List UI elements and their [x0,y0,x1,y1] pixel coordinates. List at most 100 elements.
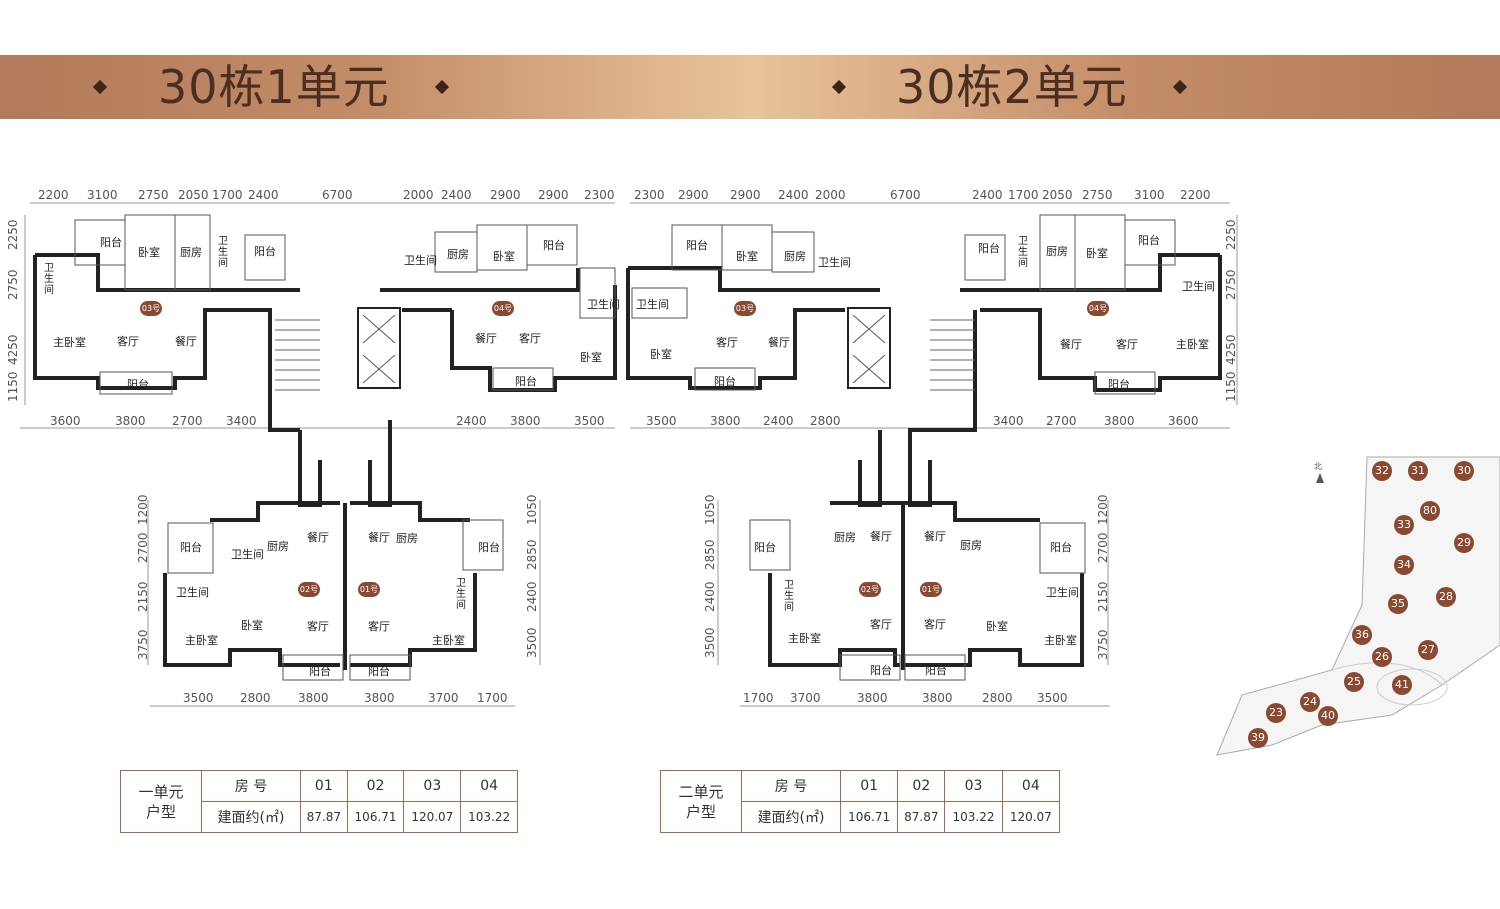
room-label: 厨房 [960,539,982,552]
area-cell: 120.07 [403,801,462,833]
room-label: 卫生间 [587,298,620,311]
room-label: 主卧室 [185,634,218,647]
unit-label: 二单元 [678,782,724,801]
dim-label: 3800 [364,691,395,705]
room-number-badge: 01号房 [358,582,380,609]
room-label: 客厅 [307,620,329,633]
room-number-badge: 02号房 [859,582,881,609]
unit-label: 一单元 [138,782,184,801]
dim-label: 1150 [1224,371,1238,402]
dim-label: 4250 [6,334,20,365]
room-label: 厨房 [834,531,856,544]
dim-label: 3700 [428,691,459,705]
unit-type-label: 户型 [685,802,716,821]
room-label: 卫生间 [404,254,437,267]
building-marker: 36 [1352,625,1372,645]
room-label: 阳台 [754,541,776,554]
room-no-cell: 03 [944,770,1003,802]
room-number-badge: 04号房 [492,301,514,328]
room-label: 厨房 [784,250,806,263]
room-label: 卫生间 [784,580,794,613]
room-label: 厨房 [396,532,418,545]
room-label: 主卧室 [1176,338,1209,351]
building-marker: 30 [1454,461,1474,481]
dim-label: 2250 [1224,219,1238,250]
room-label: 餐厅 [307,531,329,544]
dim-label: 2400 [248,188,279,202]
room-label: 阳台 [100,236,122,249]
room-label: 餐厅 [175,335,197,348]
building-marker: 34 [1394,555,1414,575]
title-banner: 30栋1单元 30栋2单元 [0,55,1500,119]
room-label: 阳台 [180,541,202,554]
unit1-title: 30栋1单元 [158,60,390,114]
dim-label: 2750 [1082,188,1113,202]
room-label: 阳台 [368,665,390,678]
room-label: 卫生间 [176,586,209,599]
building-marker: 35 [1388,594,1408,614]
dim-label: 2900 [538,188,569,202]
room-number-badge: 03号房 [734,301,756,328]
area-cell: 87.87 [897,801,946,833]
room-label: 主卧室 [53,336,86,349]
dim-label: 2400 [525,581,539,612]
dim-label: 2400 [763,414,794,428]
dim-label: 2900 [730,188,761,202]
room-label: 阳台 [925,664,947,677]
room-label: 阳台 [543,239,565,252]
dim-label: 3800 [1104,414,1135,428]
dim-label: 1200 [136,494,150,525]
building-marker: 40 [1318,706,1338,726]
area-cell: 120.07 [1001,801,1061,833]
area-cell: 103.22 [460,801,518,833]
room-number-badge: 02号房 [298,582,320,609]
room-label: 客厅 [870,618,892,631]
dim-label: 3800 [298,691,329,705]
dim-label: 3600 [50,414,81,428]
dim-label: 2300 [634,188,665,202]
dim-label: 3100 [87,188,118,202]
room-label: 阳台 [686,239,708,252]
dim-label: 2800 [982,691,1013,705]
area-cell: 106.71 [346,801,405,833]
room-label: 阳台 [714,375,736,388]
room-label: 阳台 [127,378,149,391]
room-no-cell: 03 [403,770,462,802]
room-label: 厨房 [1046,245,1068,258]
room-label: 厨房 [267,540,289,553]
room-no-cell: 02 [897,770,946,802]
room-label: 厨房 [180,246,202,259]
dim-label: 2150 [136,581,150,612]
room-number-badge: 01号房 [920,582,942,609]
room-label: 卧室 [736,250,758,263]
room-label: 卫生间 [1182,280,1215,293]
room-no-header: 房 号 [741,770,841,802]
building-marker: 80 [1420,501,1440,521]
room-no-cell: 04 [460,770,518,802]
building-marker: 23 [1266,703,1286,723]
building-marker: 28 [1436,587,1456,607]
area-cell: 103.22 [944,801,1003,833]
room-label: 卫生间 [231,548,264,561]
dim-label: 1050 [525,494,539,525]
room-label: 卧室 [580,351,602,364]
room-label: 餐厅 [1060,338,1082,351]
unit2-title: 30栋2单元 [896,60,1128,114]
dim-label: 3400 [226,414,257,428]
room-no-cell: 04 [1001,770,1061,802]
room-label: 餐厅 [475,332,497,345]
room-label: 卧室 [241,619,263,632]
building-marker: 25 [1344,672,1364,692]
dim-label: 3100 [1134,188,1165,202]
dim-label: 3400 [993,414,1024,428]
room-label: 卫生间 [636,298,669,311]
dim-label: 2300 [584,188,615,202]
dim-label: 2200 [1180,188,1211,202]
dim-label: 2700 [172,414,203,428]
room-label: 阳台 [1138,234,1160,247]
room-label: 客厅 [519,332,541,345]
room-label: 餐厅 [924,530,946,543]
dim-label: 2400 [778,188,809,202]
dim-label: 3800 [510,414,541,428]
dim-label: 1700 [743,691,774,705]
